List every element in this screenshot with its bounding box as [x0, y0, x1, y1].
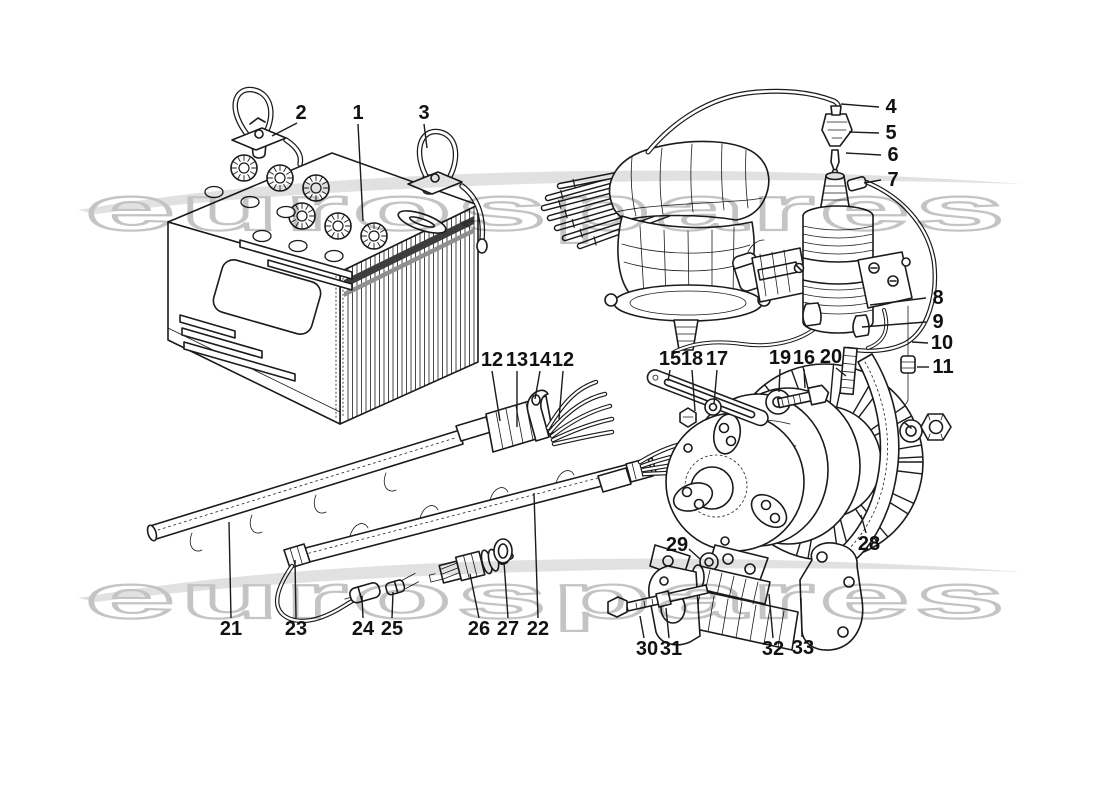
part-number-label: 10: [931, 332, 953, 354]
part-number-label: 2: [295, 102, 306, 124]
callout-leader: [533, 492, 539, 619]
callout-leader: [294, 559, 297, 619]
part-number-label: 17: [706, 348, 728, 370]
callout-leader: [845, 152, 882, 156]
part-number-label: 12: [481, 349, 503, 371]
watermark-layer: eurospares eurospares: [78, 170, 1022, 633]
callout-leader: [357, 123, 364, 222]
spark-plug-cable-conduits: [146, 379, 705, 624]
callout-leader: [391, 591, 394, 619]
part-number-label: 18: [681, 348, 703, 370]
callout-leader: [713, 369, 718, 405]
callout-leader: [768, 593, 774, 639]
callout-leader: [423, 123, 428, 149]
watermark-text-bottom: eurospares: [85, 563, 1010, 632]
part-number-label: 13: [506, 349, 528, 371]
part-number-label: 30: [636, 638, 658, 660]
part-number-label: 3: [418, 102, 429, 124]
part-number-label: 32: [762, 638, 784, 660]
watermark-swoosh-bottom: [78, 558, 1022, 602]
part-number-label: 23: [285, 618, 307, 640]
callout-leader: [469, 573, 480, 619]
callout-leader: [691, 369, 696, 412]
part-number-label: 4: [885, 96, 897, 118]
part-number-label: 24: [352, 618, 375, 640]
part-number-label: 21: [220, 618, 242, 640]
alternator-illustration: [646, 346, 952, 581]
part-number-label: 1: [352, 102, 363, 124]
part-number-label: 9: [932, 311, 943, 333]
callout-leader: [665, 607, 670, 639]
callout-leader: [667, 369, 671, 382]
callout-leader: [361, 595, 364, 619]
callout-leader: [835, 367, 847, 377]
callout-leader: [558, 370, 564, 420]
part-number-label: 28: [858, 533, 880, 555]
mounting-bracket-illustration: [607, 542, 864, 651]
part-number-label: 27: [497, 618, 519, 640]
part-number-label: 15: [659, 348, 681, 370]
part-number-label: 7: [887, 169, 898, 191]
part-number-label: 33: [792, 637, 814, 659]
part-number-label: 29: [666, 534, 688, 556]
battery-illustration: [167, 86, 488, 425]
callout-leader: [863, 179, 882, 184]
callout-leader: [228, 521, 232, 619]
callout-leader: [503, 561, 509, 619]
callout-leader: [778, 368, 781, 393]
part-number-label: 20: [820, 346, 842, 368]
watermark-text-top: eurospares: [85, 175, 1010, 244]
callout-leader: [860, 514, 867, 534]
callout-leader: [840, 103, 880, 108]
callout-leader: [803, 368, 806, 389]
callout-leader: [800, 597, 803, 638]
callout-leader: [271, 122, 298, 137]
part-number-label: 8: [932, 287, 943, 309]
callout-leader: [911, 341, 929, 344]
part-number-label: 5: [885, 122, 896, 144]
part-number-label: 25: [381, 618, 403, 640]
part-number-label: 6: [887, 144, 898, 166]
watermark-swoosh-top: [78, 170, 1022, 214]
part-number-label: 11: [932, 356, 953, 378]
part-number-label: 19: [769, 347, 791, 369]
callout-leader: [861, 321, 927, 328]
callout-leader: [848, 131, 880, 134]
callout-leader: [491, 370, 501, 422]
callout-leader: [534, 370, 541, 400]
callout-leader: [688, 548, 701, 560]
part-number-label: 14: [529, 349, 552, 371]
part-number-label: 31: [660, 638, 682, 660]
part-number-label: 22: [527, 618, 549, 640]
part-number-label: 16: [793, 347, 815, 369]
part-number-label: 12: [552, 349, 574, 371]
callout-leader: [869, 297, 927, 306]
part-number-label: 26: [468, 618, 490, 640]
callout-leader: [639, 615, 645, 639]
